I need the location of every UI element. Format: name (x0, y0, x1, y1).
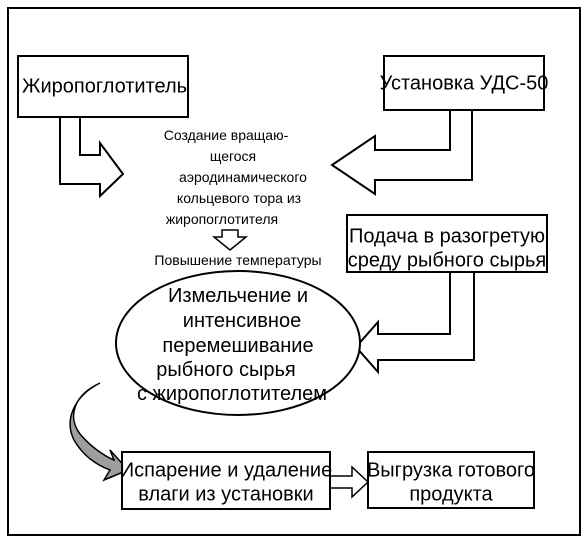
feed-line-1: Подача в разогретую (349, 225, 545, 247)
oval-line-2: интенсивное (183, 310, 301, 332)
evaporation-line-2: влаги из установки (138, 483, 313, 505)
unload-line-2: продукта (409, 483, 493, 505)
unload-box (367, 451, 535, 509)
oval-line-5: с жиропоглотителем (137, 383, 327, 405)
evaporation-box (121, 451, 331, 510)
fat-absorber-label: Жиропоглотитель (22, 75, 187, 97)
creation-line-3: аэродинамического (179, 169, 307, 185)
installation-box (383, 55, 545, 111)
arrow-installation-to-creation (330, 109, 473, 196)
oval-line-4: рыбного сырья (156, 359, 295, 381)
oval-text: Измельчение и интенсивное перемешивание … (137, 285, 327, 405)
arrow-fat-absorber-to-creation (59, 116, 125, 199)
arrow-creation-to-temperature (211, 229, 249, 251)
arrow-feed-to-oval (354, 271, 475, 375)
temperature-text: Повышение температуры (154, 252, 321, 268)
oval-line-3: перемешивание (162, 335, 313, 357)
oval-line-1: Измельчение и (168, 285, 308, 307)
evaporation-line-1: Испарение и удаление (120, 459, 332, 481)
feed-box (346, 214, 548, 273)
creation-line-5: жиропоглотителя (166, 211, 278, 227)
grinding-mixing-oval (115, 270, 361, 416)
feed-line-2: среду рыбного сырья (348, 249, 546, 271)
unload-line-1: Выгрузка готового (367, 459, 535, 481)
creation-text: Создание вращаю- щегося аэродинамическог… (164, 127, 307, 227)
creation-line-1: Создание вращаю- (164, 127, 289, 143)
installation-label: Установка УДС-50 (380, 72, 549, 94)
outer-frame (7, 7, 581, 536)
creation-line-4: кольцевого тора из (177, 190, 301, 206)
arrow-evaporation-to-unload (329, 465, 370, 499)
fat-absorber-box (17, 55, 189, 118)
creation-line-2: щегося (210, 148, 256, 164)
